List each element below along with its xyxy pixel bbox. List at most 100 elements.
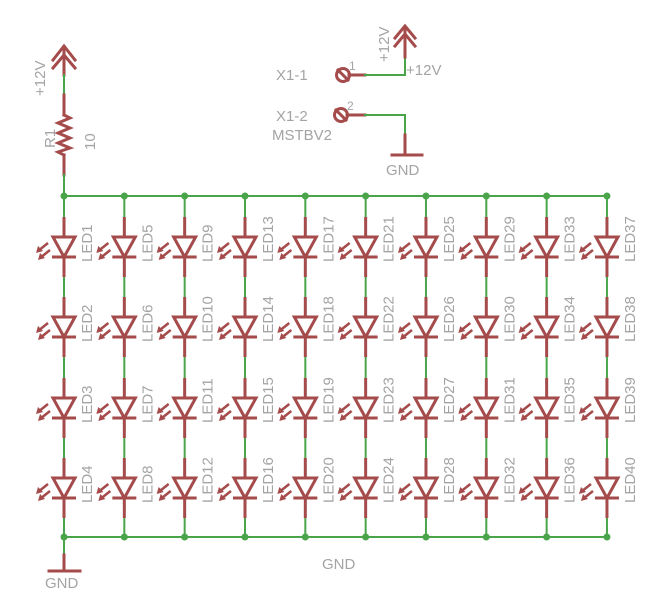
led-label: LED26	[441, 296, 458, 342]
led: LED35	[518, 377, 579, 438]
led-triangle-icon	[291, 315, 319, 341]
light-arrow-icon	[520, 249, 534, 260]
light-arrow-icon	[397, 322, 411, 333]
ground-net-label: GND	[322, 556, 356, 573]
led: LED9	[156, 217, 217, 277]
light-arrow-icon	[397, 403, 411, 414]
led: LED1	[36, 217, 96, 277]
connector-x1	[333, 67, 367, 123]
connector-pin1-number: 1	[349, 59, 356, 73]
light-arrow-icon	[98, 329, 112, 340]
led: LED38	[578, 296, 639, 357]
led-triangle-icon	[110, 315, 138, 341]
led-label: LED3	[79, 385, 96, 423]
led-triangle-icon	[472, 396, 500, 422]
led-triangle-icon	[291, 396, 319, 422]
led: LED19	[277, 377, 337, 438]
led: LED25	[397, 216, 458, 277]
led-triangle-icon	[472, 315, 500, 341]
light-arrow-icon	[337, 483, 351, 494]
led-label: LED29	[501, 216, 518, 262]
led-label: LED30	[501, 296, 518, 342]
led-triangle-icon	[110, 235, 138, 261]
led-label: LED37	[622, 216, 639, 262]
led-triangle-icon	[593, 315, 621, 341]
led: LED13	[216, 216, 277, 277]
light-arrow-icon	[218, 249, 232, 260]
led-label: LED32	[501, 457, 518, 503]
wire	[364, 56, 406, 76]
supply-symbol-connector	[392, 23, 418, 59]
led-label: LED2	[79, 304, 96, 342]
led-triangle-icon	[231, 315, 259, 341]
light-arrow-icon	[520, 410, 534, 421]
led-label: LED27	[441, 377, 458, 423]
led-label: LED33	[562, 216, 579, 262]
light-arrow-icon	[339, 490, 353, 501]
light-arrow-icon	[96, 403, 110, 414]
light-arrow-icon	[156, 483, 170, 494]
led-label: LED14	[260, 296, 277, 342]
led-label: LED20	[320, 457, 337, 503]
light-arrow-icon	[458, 322, 472, 333]
led-triangle-icon	[533, 396, 561, 422]
led-triangle-icon	[412, 476, 440, 502]
led-label: LED34	[562, 296, 579, 342]
led: LED17	[277, 216, 337, 277]
led-label: LED13	[260, 216, 277, 262]
led-triangle-icon	[50, 315, 78, 341]
light-arrow-icon	[399, 249, 413, 260]
connector-pin2-name: X1-2	[276, 108, 308, 125]
led: LED37	[578, 216, 639, 277]
light-arrow-icon	[518, 403, 532, 414]
light-arrow-icon	[580, 490, 594, 501]
led: LED21	[337, 216, 398, 277]
led-triangle-icon	[171, 396, 199, 422]
light-arrow-icon	[578, 403, 592, 414]
light-arrow-icon	[98, 410, 112, 421]
led: LED4	[36, 458, 96, 518]
light-arrow-icon	[156, 403, 170, 414]
light-arrow-icon	[399, 329, 413, 340]
led-triangle-icon	[171, 476, 199, 502]
light-arrow-icon	[460, 329, 474, 340]
light-arrow-icon	[520, 329, 534, 340]
light-arrow-icon	[96, 483, 110, 494]
led-label: LED25	[441, 216, 458, 262]
light-arrow-icon	[518, 242, 532, 253]
connector-gnd-label: GND	[386, 162, 420, 179]
light-arrow-icon	[158, 490, 172, 501]
led-label: LED4	[79, 465, 96, 503]
light-arrow-icon	[578, 242, 592, 253]
led: LED30	[458, 296, 518, 357]
light-arrow-icon	[337, 322, 351, 333]
led: LED15	[216, 377, 277, 438]
light-arrow-icon	[38, 490, 51, 501]
led: LED6	[96, 297, 156, 357]
led-label: LED22	[381, 296, 398, 342]
light-arrow-icon	[460, 249, 474, 260]
led: LED18	[277, 296, 337, 357]
led: LED2	[36, 297, 96, 357]
connector-pin1-name: X1-1	[276, 67, 308, 84]
light-arrow-icon	[518, 483, 532, 494]
light-arrow-icon	[277, 322, 291, 333]
light-arrow-icon	[339, 249, 353, 260]
led-label: LED31	[501, 377, 518, 423]
light-arrow-icon	[279, 329, 293, 340]
led: LED39	[578, 377, 639, 438]
led-label: LED16	[260, 457, 277, 503]
led: LED22	[337, 296, 398, 357]
led-label: LED17	[320, 216, 337, 262]
led-label: LED5	[139, 224, 156, 262]
light-arrow-icon	[460, 490, 474, 501]
light-arrow-icon	[38, 410, 51, 421]
led-triangle-icon	[171, 315, 199, 341]
ground-symbol-bottom	[47, 553, 82, 573]
led-triangle-icon	[352, 396, 380, 422]
led-triangle-icon	[352, 476, 380, 502]
light-arrow-icon	[158, 329, 172, 340]
led: LED36	[518, 457, 579, 518]
led-triangle-icon	[533, 476, 561, 502]
light-arrow-icon	[339, 410, 353, 421]
